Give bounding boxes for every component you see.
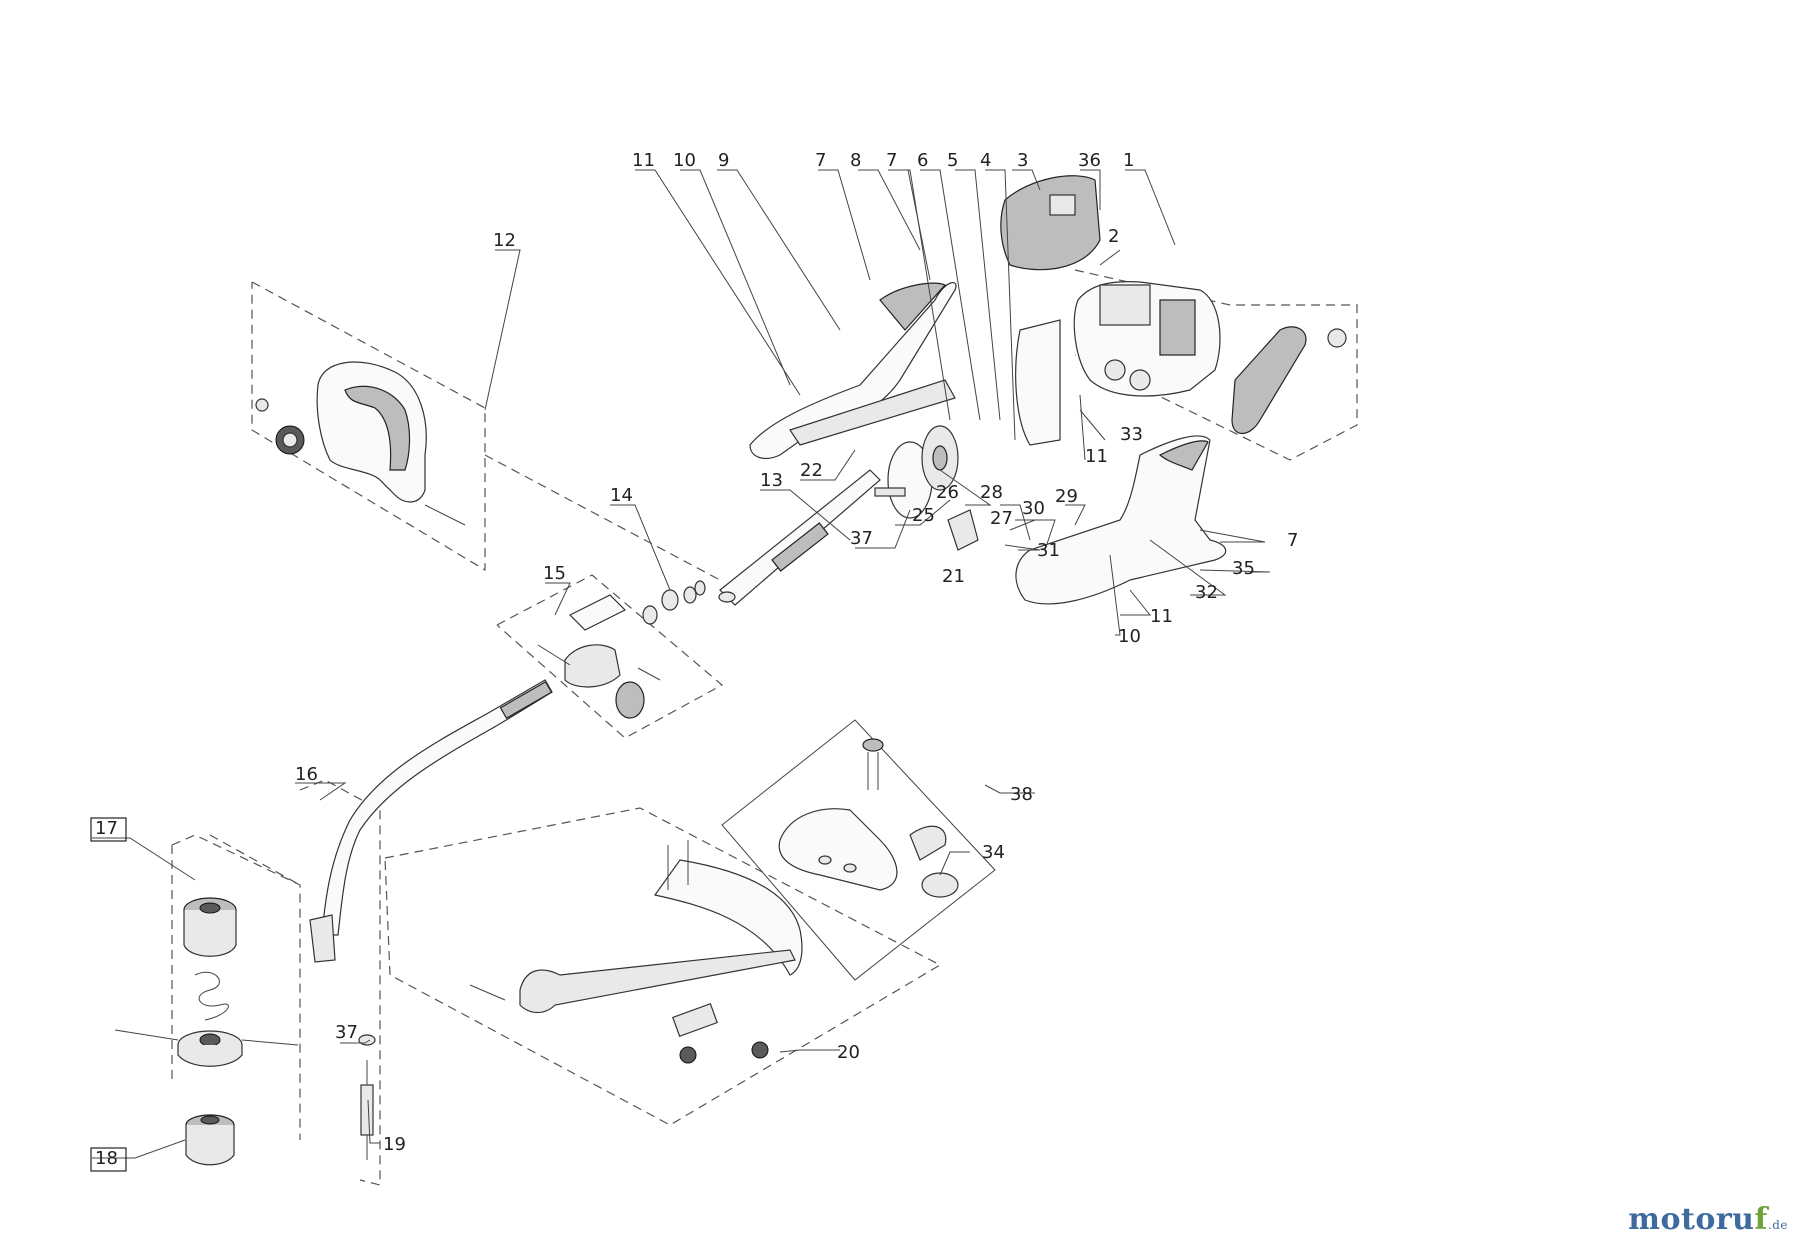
handle-clamp (537, 594, 661, 719)
part-label: 2 (1108, 226, 1119, 247)
watermark-text-a: motoru (1628, 1202, 1755, 1237)
part-label: 7 (886, 150, 897, 171)
cylinder-cover (1000, 175, 1101, 271)
part-label: 3 (1017, 150, 1028, 171)
part-label: 5 (947, 150, 958, 171)
engine-block (1015, 280, 1221, 446)
watermark-text-c: .de (1767, 1218, 1788, 1232)
trimmer-head (114, 897, 299, 1166)
cutting-guard (469, 840, 803, 1064)
clutch-assembly (874, 425, 979, 551)
part-label: 18 (95, 1148, 118, 1169)
brand-watermark: motoruf.de (1628, 1202, 1788, 1237)
part-label: 11 (1085, 446, 1108, 467)
part-label: 25 (912, 505, 935, 526)
part-label: 30 (1022, 498, 1045, 519)
part-label: 11 (632, 150, 655, 171)
kit-38-frame (721, 719, 996, 981)
part-label: 36 (1078, 150, 1101, 171)
part-label: 4 (980, 150, 991, 171)
part-label: 11 (1150, 606, 1173, 627)
part-label: 10 (1118, 626, 1141, 647)
part-label: 32 (1195, 582, 1218, 603)
part-label: 37 (335, 1022, 358, 1043)
boxed-label-frames (90, 817, 127, 1172)
part-label: 10 (673, 150, 696, 171)
part-label: 29 (1055, 486, 1078, 507)
assembly-outlines (171, 269, 1358, 1186)
part-label: 7 (1287, 530, 1298, 551)
cable-end (358, 1034, 376, 1160)
part-label: 37 (850, 528, 873, 549)
part-label: 27 (990, 508, 1013, 529)
part-label: 19 (383, 1134, 406, 1155)
shaft-coupling (642, 580, 706, 625)
part-label: 38 (1010, 784, 1033, 805)
part-label: 13 (760, 470, 783, 491)
part-label: 8 (850, 150, 861, 171)
part-label: 9 (718, 150, 729, 171)
part-label: 20 (837, 1042, 860, 1063)
part-label: 14 (610, 485, 633, 506)
part-label: 1 (1123, 150, 1134, 171)
part-label: 17 (95, 818, 118, 839)
part-label: 6 (917, 150, 928, 171)
part-label: 15 (543, 563, 566, 584)
part-label: 34 (982, 842, 1005, 863)
part-label: 12 (493, 230, 516, 251)
drive-shaft-tube (718, 469, 881, 606)
part-label: 33 (1120, 424, 1143, 445)
part-label: 31 (1037, 540, 1060, 561)
part-label: 35 (1232, 558, 1255, 579)
part-label: 22 (800, 460, 823, 481)
rear-handle-housing (1015, 435, 1227, 605)
leader-lines (92, 169, 1271, 1159)
part-label: 28 (980, 482, 1003, 503)
bent-shaft (309, 679, 553, 963)
part-label: 26 (936, 482, 959, 503)
part-label: 16 (295, 764, 318, 785)
part-label: 7 (815, 150, 826, 171)
watermark-text-b: f (1754, 1202, 1768, 1237)
air-filter-cover (1231, 326, 1347, 435)
part-label: 21 (942, 566, 965, 587)
fuel-tank (778, 738, 959, 898)
main-housing (749, 282, 957, 459)
part-labels: 11 10 9 7 8 7 6 5 4 3 36 1 2 12 22 33 11… (95, 150, 1298, 1169)
loop-handle (255, 361, 466, 526)
